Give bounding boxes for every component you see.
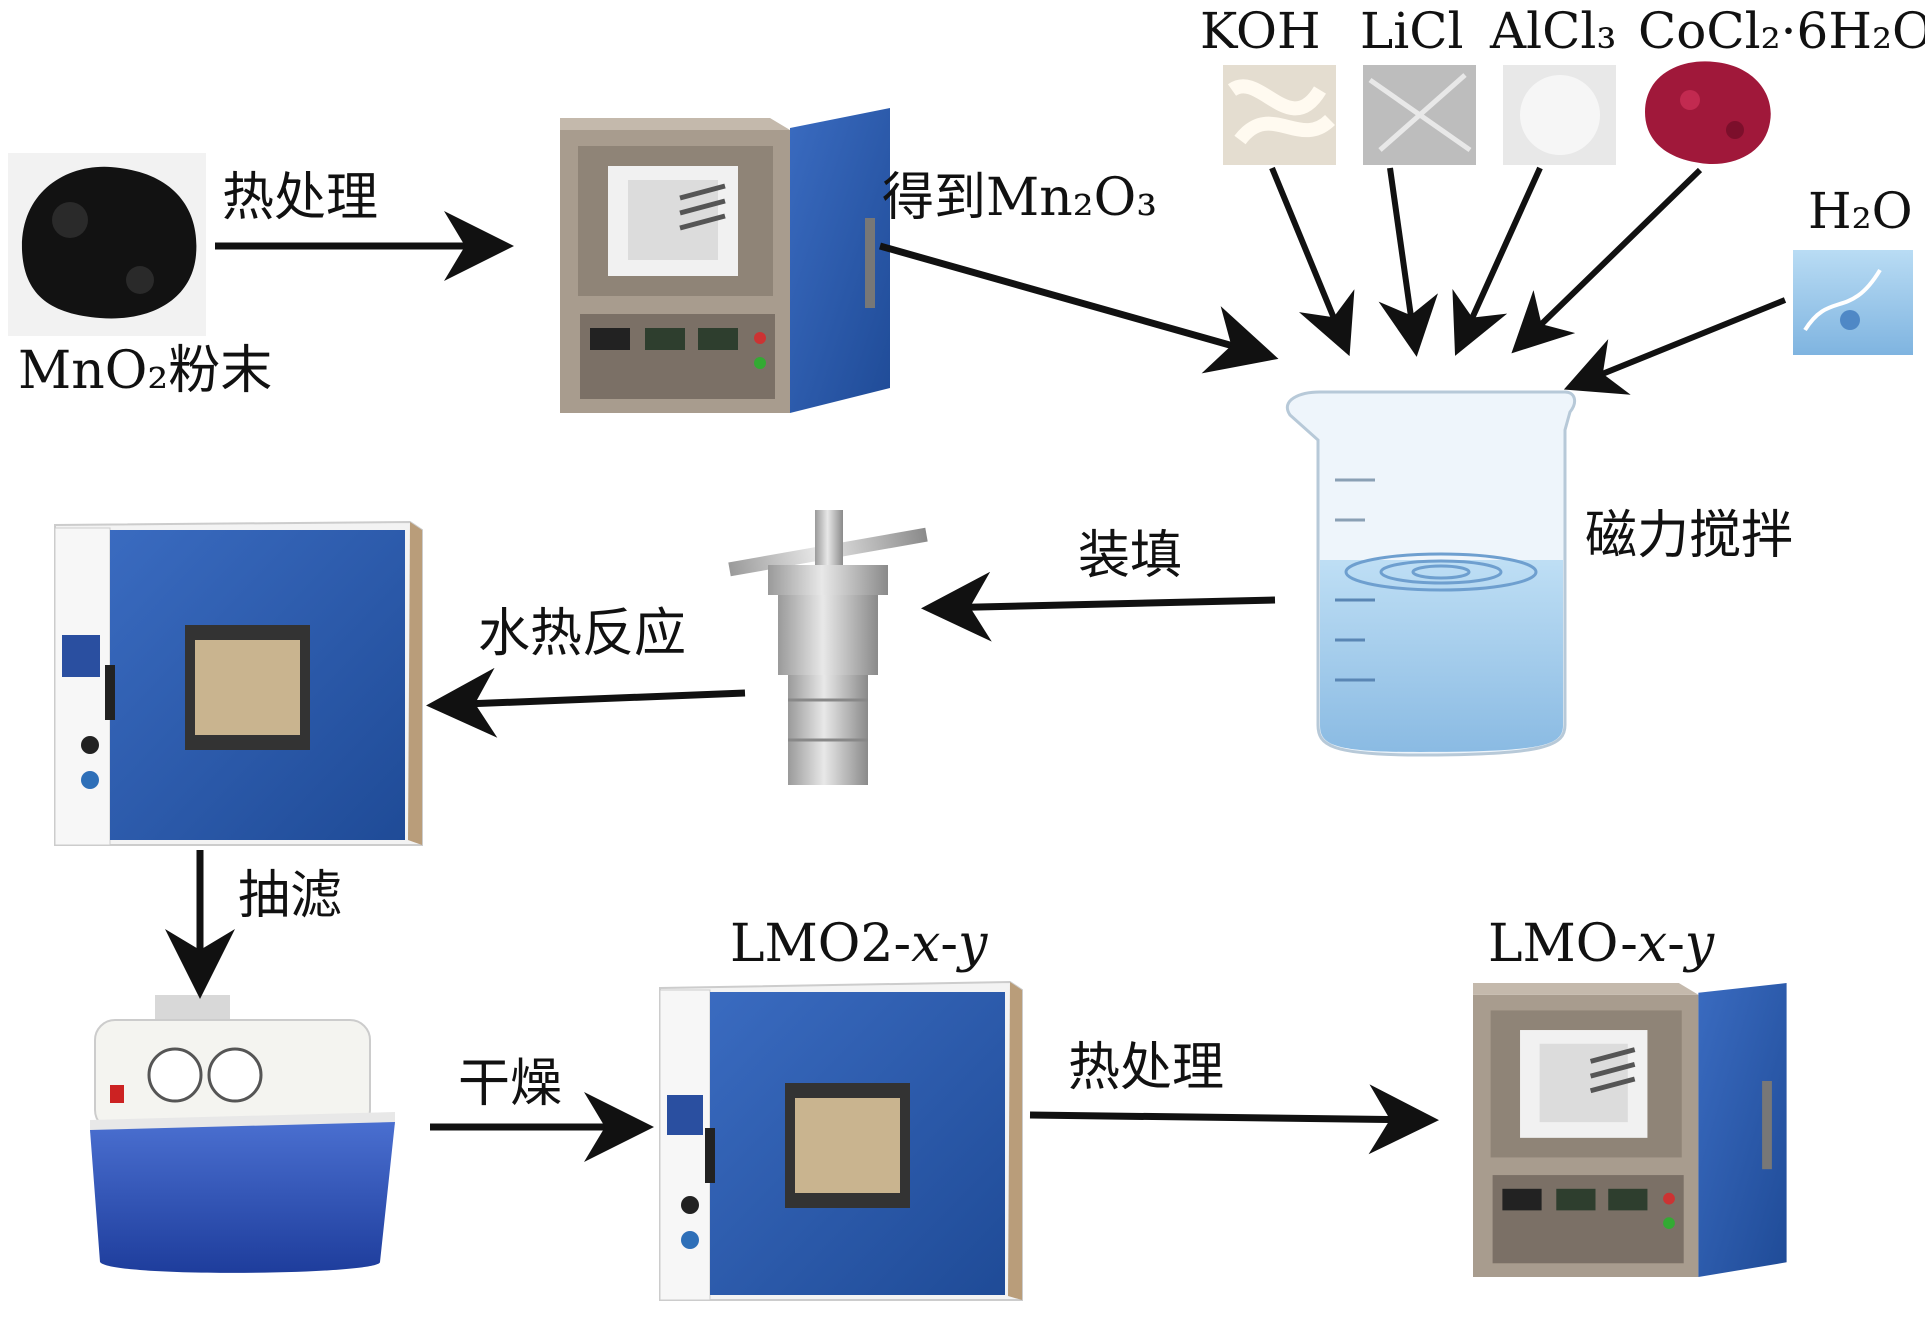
arrow-alcl3 (1452, 166, 1543, 356)
drying-oven-icon (54, 520, 423, 846)
label-lmo-prefix: LMO- (1488, 914, 1638, 974)
arrow-heat-treat-2 (1029, 1084, 1439, 1155)
label-mno2-powder: MnO₂粉末 (18, 341, 273, 401)
alcl3-powder-icon (1503, 65, 1616, 165)
label-drying: 干燥 (458, 1054, 563, 1114)
label-heat-treat-2: 热处理 (1068, 1038, 1225, 1098)
label-licl: LiCl (1360, 2, 1464, 60)
label-heat-treat-1: 热处理 (222, 168, 379, 228)
cocl2-powder-icon (1645, 61, 1771, 165)
koh-flakes-icon (1223, 65, 1336, 165)
vacuum-pump-icon (90, 995, 395, 1273)
arrow-koh (1269, 166, 1355, 357)
label-var-y: y (1684, 914, 1715, 974)
label-alcl3: AlCl₃ (1490, 2, 1617, 60)
muffle-furnace-icon (560, 108, 890, 413)
label-filling: 装填 (1078, 526, 1183, 586)
arrow-licl (1378, 167, 1438, 357)
label-var-x: x (911, 914, 941, 974)
label-var-x: x (1637, 914, 1668, 974)
label-cocl2: CoCl₂·6H₂O (1638, 2, 1925, 60)
drying-oven-icon (659, 980, 1023, 1301)
arrows (165, 166, 1787, 1162)
label-hydrothermal: 水热反应 (478, 604, 687, 664)
mno2-powder-icon (8, 153, 206, 336)
label-var-y: y (957, 914, 988, 974)
label-dash: - (940, 914, 958, 974)
label-lmo2-x-y: LMO2-x-y (730, 918, 987, 970)
arrow-h2o (1563, 297, 1787, 395)
licl-crystal-icon (1363, 65, 1476, 165)
arrow-to-beaker (879, 242, 1279, 374)
muffle-furnace-icon (1473, 983, 1787, 1277)
label-h2o: H₂O (1808, 182, 1913, 240)
beaker-icon (1286, 390, 1577, 757)
arrow-cocl2 (1511, 167, 1703, 354)
label-koh: KOH (1200, 2, 1321, 60)
label-lmo-x-y: LMO-x-y (1488, 918, 1714, 970)
arrow-hydrothermal (426, 667, 746, 738)
label-magnetic-stirring: 磁力搅拌 (1585, 506, 1794, 566)
label-dash: - (1667, 914, 1685, 974)
label-lmo2-prefix: LMO2- (730, 914, 912, 974)
autoclave-icon (728, 510, 928, 785)
label-suction-filtration: 抽滤 (238, 866, 343, 926)
label-obtain-mn2o3: 得到Mn₂O₃ (882, 168, 1158, 228)
water-icon (1793, 250, 1913, 355)
arrow-filling (921, 571, 1276, 642)
